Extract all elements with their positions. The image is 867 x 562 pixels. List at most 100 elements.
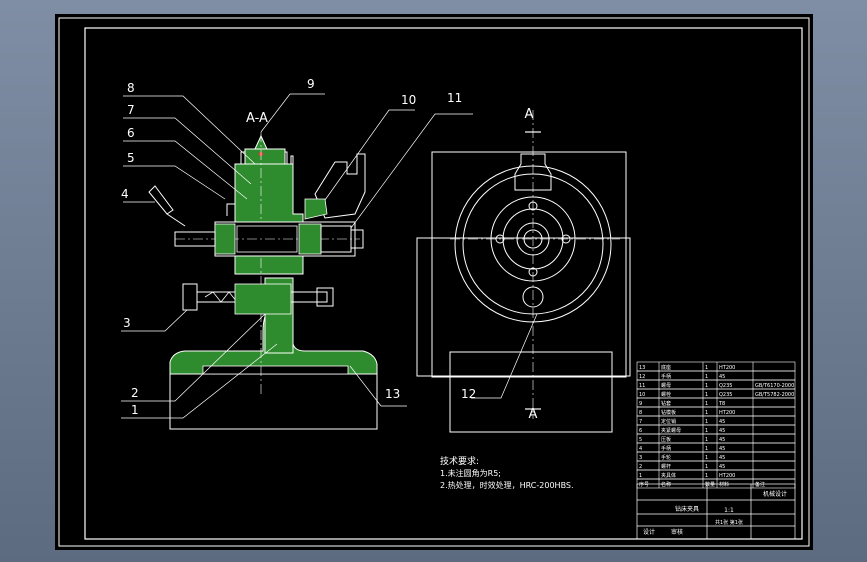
bom-cell-no: 11: [639, 383, 645, 389]
title-drawing-name: 钻床夹具: [675, 505, 699, 513]
bom-cell-mat: 45: [719, 419, 725, 425]
callout-5: 5: [127, 151, 135, 165]
bom-cell-qty: 数量: [705, 481, 715, 488]
section-label: A-A: [246, 111, 268, 126]
callouts: [121, 93, 473, 419]
bom-cell-qty: 1: [705, 392, 708, 398]
screw-nut: [316, 287, 334, 307]
bom-cell-qty: 1: [705, 383, 708, 389]
bom-cell-name: 手柄: [661, 373, 671, 380]
bom-cell-mat: 45: [719, 464, 725, 470]
bolt-head: [350, 229, 364, 249]
bom-cell-name: 名称: [661, 481, 671, 488]
callout-7: 7: [127, 103, 135, 117]
tech-requirements: 技术要求: 1.未注圆角为R5; 2.热处理，时效处理，HRC-200HBS.: [440, 455, 574, 490]
bom-cell-qty: 1: [705, 428, 708, 434]
bom-cell-note: GB/T5782-2000: [755, 392, 794, 398]
title-checker: 审核: [671, 528, 683, 536]
callout-9: 9: [307, 77, 315, 91]
bom-cell-no: 5: [639, 437, 642, 443]
bom-cell-mat: 45: [719, 428, 725, 434]
bom-cell-qty: 1: [705, 374, 708, 380]
bom-cell-mat: Q235: [719, 392, 732, 398]
bom-cell-name: 手柄: [661, 445, 671, 452]
callout-labels: 8 9 7 6 5 4 10 11 3 2 1 13 12: [121, 77, 476, 417]
bom-cell-qty: 1: [705, 401, 708, 407]
bom-cell-no: 10: [639, 392, 645, 398]
clamp-nut: [214, 223, 236, 255]
side-lower-box: [416, 237, 631, 377]
callout-11: 11: [447, 91, 462, 105]
bushing: [254, 134, 268, 150]
arm-section: [304, 198, 328, 220]
bom-cell-name: 底座: [661, 364, 671, 371]
bom-cell-no: 6: [639, 428, 642, 434]
bom-cell-name: 定位销: [661, 418, 676, 425]
callout-3: 3: [123, 316, 131, 330]
bom-cell-mat: HT200: [719, 410, 735, 416]
title-sheet: 共1张 第1张: [715, 519, 743, 526]
tech-item-1: 1.未注圆角为R5;: [440, 468, 501, 478]
bom-cell-mat: 45: [719, 437, 725, 443]
bom-cell-mat: T8: [718, 401, 725, 407]
section-arrow-label-bottom: A: [529, 407, 538, 422]
bom-cell-qty: 1: [705, 455, 708, 461]
bom-cell-note: 备注: [755, 481, 765, 488]
bom-cell-qty: 1: [705, 473, 708, 479]
support-arm: [314, 153, 366, 219]
section-view: A-A: [148, 111, 378, 430]
screw-housing: [234, 283, 292, 315]
lever-stem: [166, 213, 186, 227]
section-arrow-label-top: A: [525, 107, 534, 122]
left-screw: [174, 231, 216, 247]
bom-cell-mat: 材料: [719, 481, 729, 488]
bom-cell-qty: 1: [705, 464, 708, 470]
bom-cell-no: 7: [639, 419, 642, 425]
title-scale: 1:1: [724, 507, 734, 514]
fixture-body: [234, 163, 304, 275]
bom-cell-no: 1: [639, 473, 642, 479]
bom-cell-name: 手轮: [661, 454, 671, 461]
title-school: 机械设计: [763, 490, 787, 498]
callout-12-leader: [471, 313, 538, 399]
bom-cell-mat: HT200: [719, 473, 735, 479]
callout-8: 8: [127, 81, 135, 95]
bom-cell-no: 序号: [639, 481, 649, 488]
callout-4: 4: [121, 187, 129, 201]
side-view: [416, 110, 631, 433]
bom-cell-mat: HT200: [719, 365, 735, 371]
drill-plate: [244, 148, 286, 165]
bom-row: [636, 478, 796, 489]
tech-title: 技术要求:: [440, 455, 479, 467]
bom-cell-name: 钻套: [661, 400, 671, 407]
tech-item-2: 2.热处理，时效处理，HRC-200HBS.: [440, 480, 574, 490]
callout-6: 6: [127, 126, 135, 140]
sheet-background: [55, 14, 813, 550]
bom-cell-qty: 1: [705, 410, 708, 416]
callout-13: 13: [385, 387, 400, 401]
title-designer: 设计: [643, 528, 655, 536]
bom-cell-no: 3: [639, 455, 642, 461]
drawing-sheet: A-A 8 9 7 6 5 4 10 11 3 2 1 13 12: [55, 14, 813, 550]
bom-cell-qty: 1: [705, 437, 708, 443]
bom-cell-no: 8: [639, 410, 642, 416]
bom-cell-name: 钻模板: [661, 409, 676, 416]
inner-frame: [84, 27, 803, 540]
title-block: [636, 483, 796, 540]
callout-10: 10: [401, 93, 416, 107]
locating-pin: [298, 223, 322, 255]
callout-12: 12: [461, 387, 476, 401]
bom-cell-name: 螺杆: [661, 463, 671, 470]
bom-cell-mat: 45: [719, 374, 725, 380]
side-base: [449, 351, 613, 433]
bom-cell-no: 12: [639, 374, 645, 380]
bom-cell-no: 13: [639, 365, 645, 371]
bom-cell-name: 夹具体: [661, 472, 676, 479]
bom-cell-no: 2: [639, 464, 642, 470]
outer-border: [58, 17, 810, 547]
bom-cell-name: 螺母: [661, 382, 671, 389]
lever-handle: [148, 185, 174, 215]
bom-cell-qty: 1: [705, 419, 708, 425]
